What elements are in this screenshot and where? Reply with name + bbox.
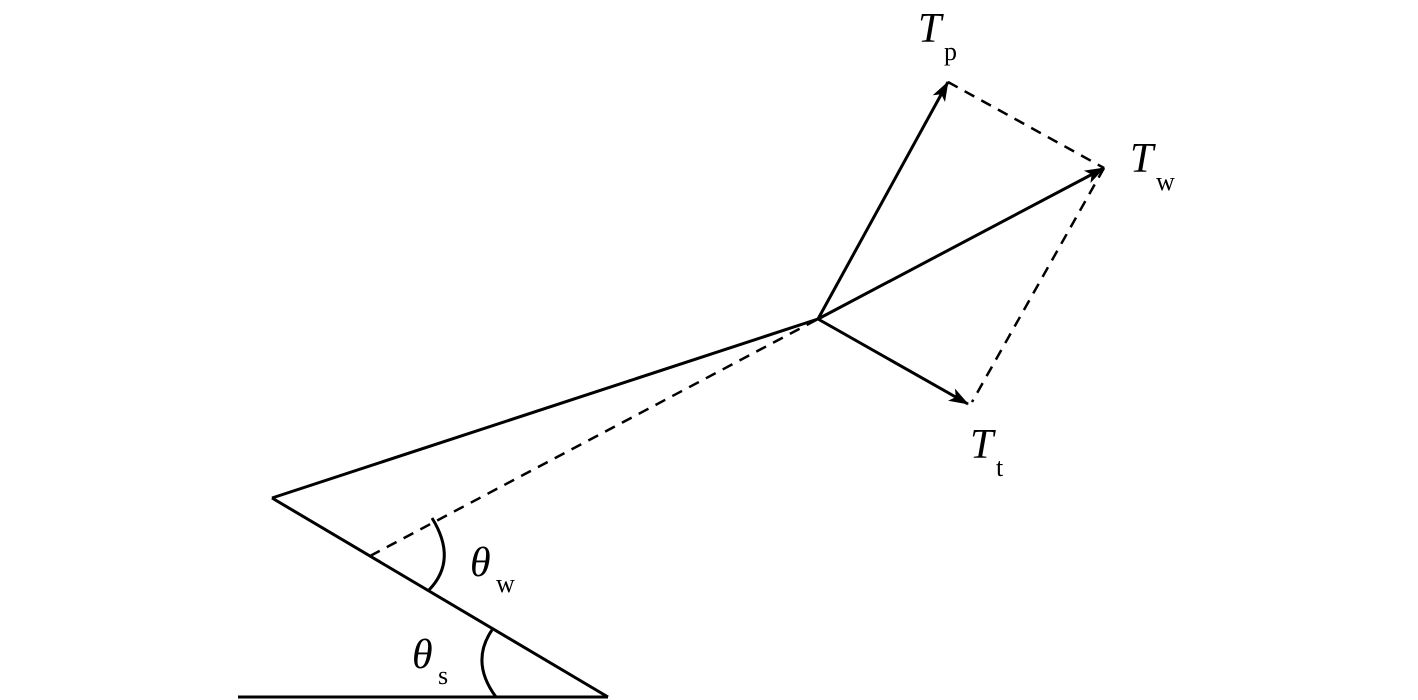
theta-s-angle-arc <box>480 629 498 698</box>
parallelogram-dashed-line-top <box>947 80 1105 170</box>
label-tw-main: T <box>1130 136 1156 182</box>
label-tt-main: T <box>970 422 996 468</box>
label-theta-s: θ s <box>412 632 448 690</box>
theta-w-angle-arc <box>427 517 446 592</box>
label-tp-main: T <box>918 6 944 52</box>
label-tp: T p <box>918 6 957 66</box>
label-theta-s-main: θ <box>412 632 433 678</box>
label-theta-w: θ w <box>470 540 515 598</box>
label-tt-sub: t <box>996 453 1004 482</box>
surface-line <box>271 496 609 699</box>
chord-line <box>271 317 819 500</box>
label-tp-sub: p <box>944 37 957 66</box>
reference-dashed-line <box>369 317 819 558</box>
label-theta-w-main: θ <box>470 540 491 586</box>
tt-vector-arrow <box>817 317 969 406</box>
tp-vector-arrow <box>816 81 950 320</box>
label-tt: T t <box>970 422 1004 482</box>
label-theta-w-sub: w <box>496 569 515 598</box>
parallelogram-dashed-line-right <box>970 167 1106 403</box>
tw-vector-arrow <box>817 166 1105 321</box>
label-theta-s-sub: s <box>438 661 448 690</box>
label-tw: T w <box>1130 136 1175 196</box>
label-tw-sub: w <box>1156 167 1175 196</box>
